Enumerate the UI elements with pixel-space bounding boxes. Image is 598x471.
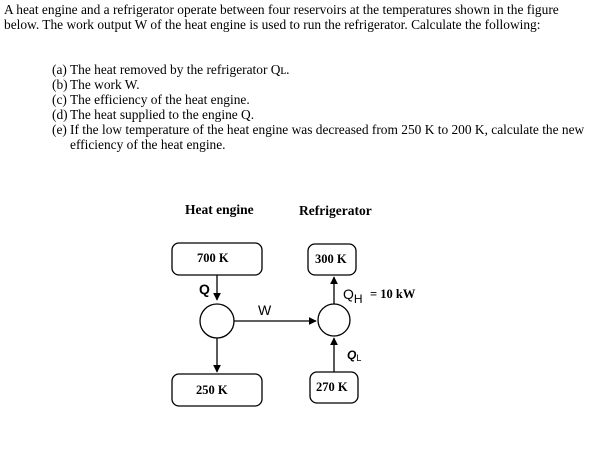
question-letter: (e) bbox=[52, 122, 67, 137]
question-letter: (a) bbox=[52, 62, 67, 77]
fridge-hot-reservoir-box bbox=[307, 243, 357, 276]
question-item: (e)If the low temperature of the heat en… bbox=[52, 122, 592, 152]
question-text: If the low temperature of the heat engin… bbox=[70, 122, 585, 152]
engine-cold-reservoir-box bbox=[171, 373, 263, 407]
question-item: (c)The efficiency of the heat engine. bbox=[52, 92, 592, 107]
question-letter: (b) bbox=[52, 77, 68, 92]
question-item: (b)The work W. bbox=[52, 77, 592, 92]
refrigerator-circle bbox=[317, 303, 351, 337]
fridge-hot-temperature: 300 K bbox=[315, 252, 347, 266]
ql-label: QL bbox=[347, 348, 362, 363]
question-letter: (c) bbox=[52, 92, 67, 107]
engine-heat-label: Q bbox=[199, 281, 210, 297]
fridge-cold-temperature: 270 K bbox=[316, 380, 348, 394]
qh-value: = 10 kW bbox=[370, 287, 416, 301]
ql-q: Q bbox=[347, 348, 357, 362]
question-text: The efficiency of the heat engine. bbox=[70, 92, 250, 107]
question-item: (d)The heat supplied to the engine Q. bbox=[52, 107, 592, 122]
question-text: The work W. bbox=[70, 77, 140, 92]
engine-cold-temperature: 250 K bbox=[196, 383, 228, 397]
heat-engine-heading: Heat engine bbox=[185, 202, 254, 217]
question-letter: (d) bbox=[52, 107, 68, 122]
question-item: (a)The heat removed by the refrigerator … bbox=[52, 62, 592, 77]
qh-label: QH bbox=[343, 286, 363, 306]
question-text: The heat supplied to the engine Q. bbox=[70, 107, 255, 122]
engine-hot-temperature: 700 K bbox=[197, 251, 229, 265]
heat-engine-circle bbox=[199, 303, 235, 339]
refrigerator-heading: Refrigerator bbox=[299, 203, 372, 218]
work-label: W bbox=[258, 302, 272, 318]
ql-subscript: L bbox=[356, 353, 362, 363]
question-list: (a)The heat removed by the refrigerator … bbox=[52, 62, 592, 152]
question-text: The heat removed by the refrigerator Qʟ. bbox=[70, 62, 290, 77]
qh-subscript: H bbox=[353, 292, 363, 306]
qh-q: Q bbox=[343, 286, 354, 302]
problem-intro: A heat engine and a refrigerator operate… bbox=[4, 2, 559, 32]
